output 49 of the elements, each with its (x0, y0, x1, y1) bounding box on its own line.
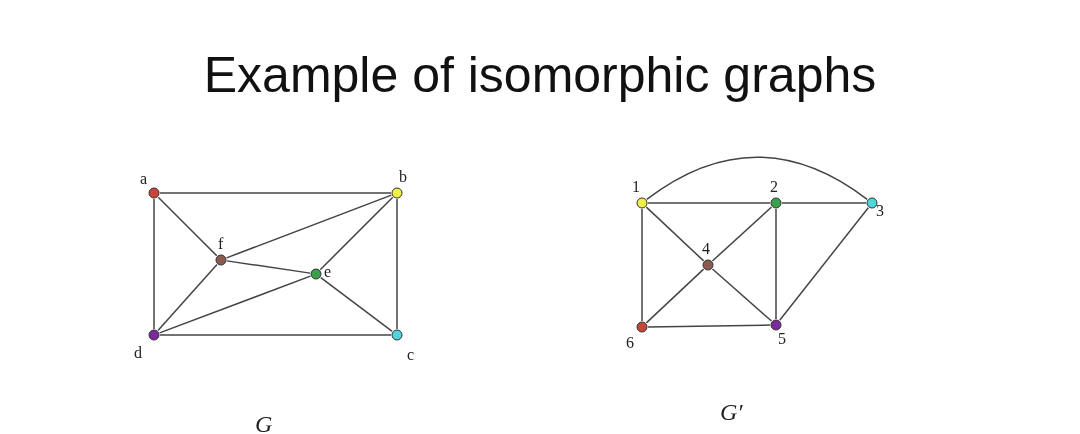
graph-edge (396, 198, 398, 330)
graph-edge (153, 198, 155, 330)
graph-edge (226, 260, 311, 274)
graph-edge (711, 268, 773, 322)
vertex-dot (391, 329, 403, 341)
graph-edge (781, 202, 867, 204)
graph-edge (641, 208, 643, 322)
vertex-label: 2 (770, 179, 778, 195)
graph-edge (711, 206, 773, 262)
graph-edge (647, 324, 771, 328)
vertex-dot (770, 197, 782, 209)
vertex-label: f (218, 236, 224, 252)
vertex-label: 1 (632, 179, 640, 195)
graph-name: G (255, 412, 273, 434)
graph-edge (778, 206, 870, 322)
graph-edge (157, 263, 218, 332)
vertex-label: b (399, 169, 407, 185)
graph-edge (320, 276, 393, 333)
vertex-label: 4 (702, 241, 710, 257)
vertex-dot (215, 254, 227, 266)
graph-edge (159, 192, 392, 194)
vertex-dot (636, 197, 648, 209)
graph-edge (158, 275, 312, 334)
vertex-label: 5 (778, 331, 786, 347)
vertex-label: 6 (626, 335, 634, 351)
graph-edge (775, 208, 777, 320)
vertex-dot (148, 187, 160, 199)
graph-edge (225, 194, 393, 259)
graph-name: G′ (720, 400, 743, 424)
vertex-dot (770, 319, 782, 331)
graph-edge (319, 196, 394, 271)
vertex-dot (702, 259, 714, 271)
vertex-dot (310, 268, 322, 280)
vertex-label: c (407, 347, 415, 363)
vertex-label: d (134, 345, 142, 361)
graph-edge (645, 206, 705, 262)
graph-edge (157, 196, 218, 257)
vertex-label: e (324, 264, 332, 280)
vertex-label: a (140, 171, 148, 187)
vertex-label: 3 (876, 203, 884, 219)
vertex-dot (148, 329, 160, 341)
vertex-dot (391, 187, 403, 199)
slide-title: Example of isomorphic graphs (203, 48, 877, 103)
graph-edge (646, 156, 868, 201)
vertex-dot (636, 321, 648, 333)
vertex-dot (866, 197, 878, 209)
graph-edge (647, 202, 771, 204)
graph-edge (159, 334, 392, 336)
graph-edge (645, 268, 705, 324)
